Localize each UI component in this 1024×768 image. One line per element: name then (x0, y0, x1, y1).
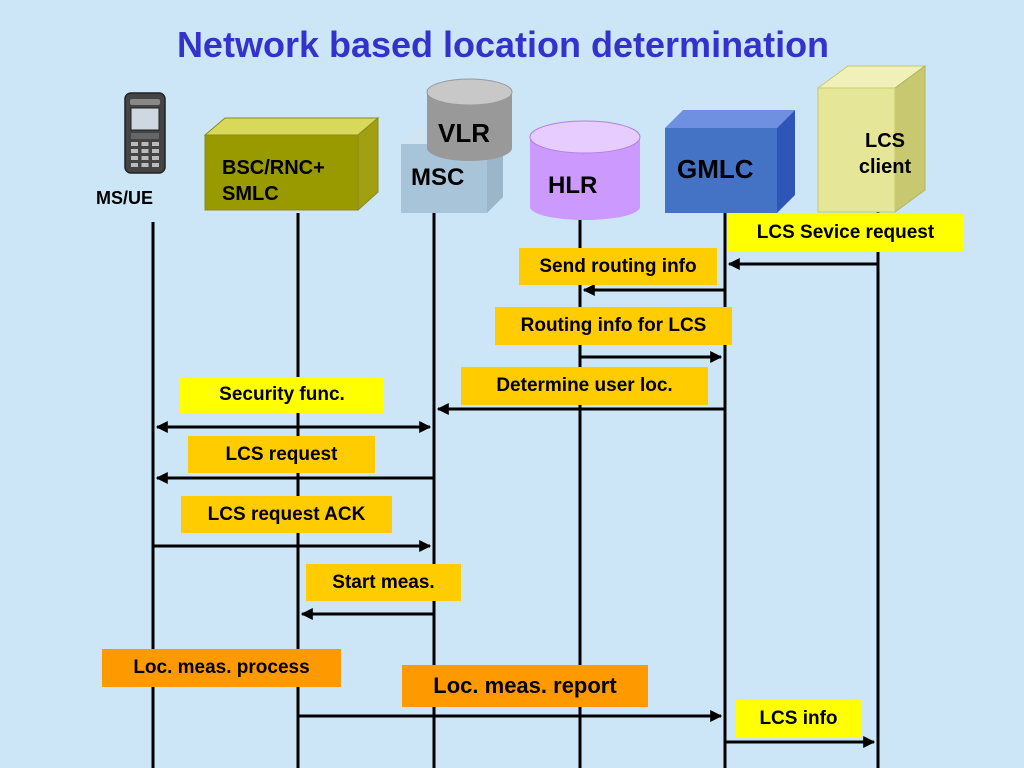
hlr-node (529, 120, 641, 220)
bsc-label-line2: SMLC (222, 183, 279, 205)
page-title: Network based location determination (176, 24, 830, 65)
msg-determine-user-loc: Determine user loc. (461, 367, 708, 405)
msg-lcs-request: LCS request (188, 436, 375, 473)
gmlc-node (665, 110, 795, 213)
lcs-client-line2: client (858, 156, 912, 178)
msg-loc-meas-report: Loc. meas. report (402, 665, 648, 707)
bsc-label-line1: BSC/RNC+ (222, 157, 325, 179)
msc-label: MSC (411, 164, 465, 191)
message-arrows (153, 258, 878, 748)
lcs-client-node (816, 65, 927, 213)
msg-send-routing-info: Send routing info (519, 248, 717, 285)
msg-security-func: Security func. (180, 377, 384, 413)
msg-routing-info-for-lcs: Routing info for LCS (495, 307, 732, 345)
lcs-client-line1: LCS (865, 130, 905, 152)
gmlc-label: GMLC (677, 154, 754, 184)
msg-start-meas: Start meas. (306, 564, 461, 601)
bsc-smlc-node (203, 116, 380, 212)
lcs-client-label: LCS client (840, 128, 930, 180)
ms-ue-label: MS/UE (96, 188, 154, 208)
msg-lcs-info: LCS info (736, 700, 861, 737)
vlr-node (426, 78, 513, 161)
bsc-smlc-label: BSC/RNC+ SMLC (222, 155, 325, 207)
hlr-label: HLR (548, 172, 598, 199)
mobile-phone-icon (124, 92, 166, 174)
msg-lcs-request-ack: LCS request ACK (181, 496, 392, 533)
msg-loc-meas-process: Loc. meas. process (102, 649, 341, 687)
msg-lcs-service-request: LCS Sevice request (727, 213, 964, 252)
vlr-label: VLR (438, 118, 490, 148)
